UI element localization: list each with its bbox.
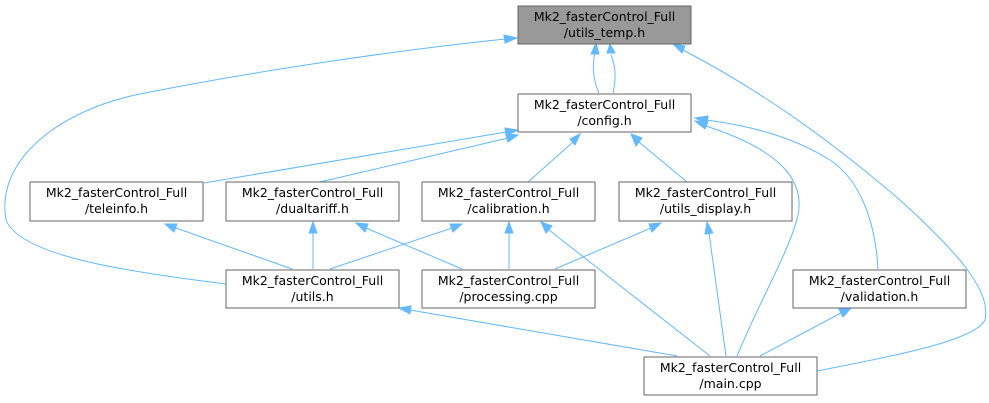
node-config[interactable]: Mk2_fasterControl_Full /config.h [517,93,692,133]
node-label-line2: /utils_temp.h [564,25,645,40]
node-dualtariff[interactable]: Mk2_fasterControl_Full /dualtariff.h [225,181,400,222]
node-label-line1: Mk2_fasterControl_Full [242,185,383,200]
node-box [225,269,400,309]
node-box [225,181,400,222]
arrowhead-icon [449,223,464,233]
edge-validation-to-config [705,119,879,270]
arrowhead-icon [504,220,514,234]
arrowhead-icon [503,34,519,44]
arrowhead-icon [354,222,369,233]
arrowhead-icon [693,120,709,130]
node-label-line1: Mk2_fasterControl_Full [242,273,383,288]
edge-utils-display-to-config [638,141,688,183]
node-label-line2: /dualtariff.h [276,201,349,216]
node-box [618,181,793,222]
node-label-line2: /config.h [577,113,631,128]
arrowhead-icon [505,133,520,143]
node-label-line1: Mk2_fasterControl_Full [534,97,675,112]
edge-main-to-utils-display [708,232,727,357]
node-box [421,181,596,222]
node-box [517,93,692,133]
edge-main-to-utils [409,309,678,357]
edge-main-to-calibration [548,229,711,357]
node-label-line1: Mk2_fasterControl_Full [438,273,579,288]
node-label-line2: /validation.h [841,289,919,304]
node-box [792,269,967,309]
node-label-line2: /teleinfo.h [85,201,148,216]
node-label-line2: /utils.h [291,289,333,304]
node-box [29,181,204,222]
arrowhead-icon [590,41,600,55]
edge-config-to-utils-temp [592,52,600,94]
edge-utils-to-calibration [329,227,453,270]
node-label-line2: /calibration.h [467,201,549,216]
node-label-line1: Mk2_fasterControl_Full [635,185,776,200]
node-main[interactable]: Mk2_fasterControl_Full /main.cpp [643,356,818,396]
edge-main-to-utils-temp [682,49,987,372]
node-label-line1: Mk2_fasterControl_Full [534,9,675,24]
node-utils-display[interactable]: Mk2_fasterControl_Full /utils_display.h [618,181,793,222]
arrowhead-icon [630,133,643,147]
node-validation[interactable]: Mk2_fasterControl_Full /validation.h [792,269,967,309]
arrowhead-icon [163,223,178,233]
node-utils[interactable]: Mk2_fasterControl_Full /utils.h [225,269,400,309]
edge-main-to-config [705,125,800,357]
node-label-line2: /utils_display.h [660,201,751,216]
arrowhead-icon [606,42,616,54]
arrowhead-icon [540,221,553,234]
edge-teleinfo-to-config [203,131,507,184]
node-calibration[interactable]: Mk2_fasterControl_Full /calibration.h [421,181,596,222]
node-utils-temp[interactable]: Mk2_fasterControl_Full /utils_temp.h [517,5,692,45]
node-label-line2: /processing.cpp [459,289,557,304]
node-box [517,5,692,45]
node-label-line2: /main.cpp [699,376,761,391]
node-teleinfo[interactable]: Mk2_fasterControl_Full /teleinfo.h [29,181,204,222]
edge-calibration-to-config [527,141,574,183]
arrowhead-icon [838,307,853,318]
arrowhead-icon [569,132,582,146]
node-label-line1: Mk2_fasterControl_Full [660,360,801,375]
edge-utils-temp-to-config [610,54,616,94]
arrowhead-icon [704,220,714,235]
edge-utils-to-teleinfo [175,227,293,270]
edge-processing-to-utils-display [554,227,652,270]
edges [4,34,987,372]
node-label-line1: Mk2_fasterControl_Full [809,273,950,288]
node-box [643,356,818,396]
arrowhead-icon [397,305,412,315]
node-label-line1: Mk2_fasterControl_Full [438,185,579,200]
arrowhead-icon [308,220,318,234]
edge-processing-to-dualtariff [365,227,463,270]
arrowhead-icon [648,222,663,233]
edge-dualtariff-to-config [319,137,509,183]
node-label-line1: Mk2_fasterControl_Full [46,185,187,200]
edge-main-to-validation [759,312,842,357]
arrowhead-icon [671,43,686,54]
node-processing[interactable]: Mk2_fasterControl_Full /processing.cpp [421,269,596,309]
edge-utils-to-utils-temp [4,38,506,285]
node-box [421,269,596,309]
